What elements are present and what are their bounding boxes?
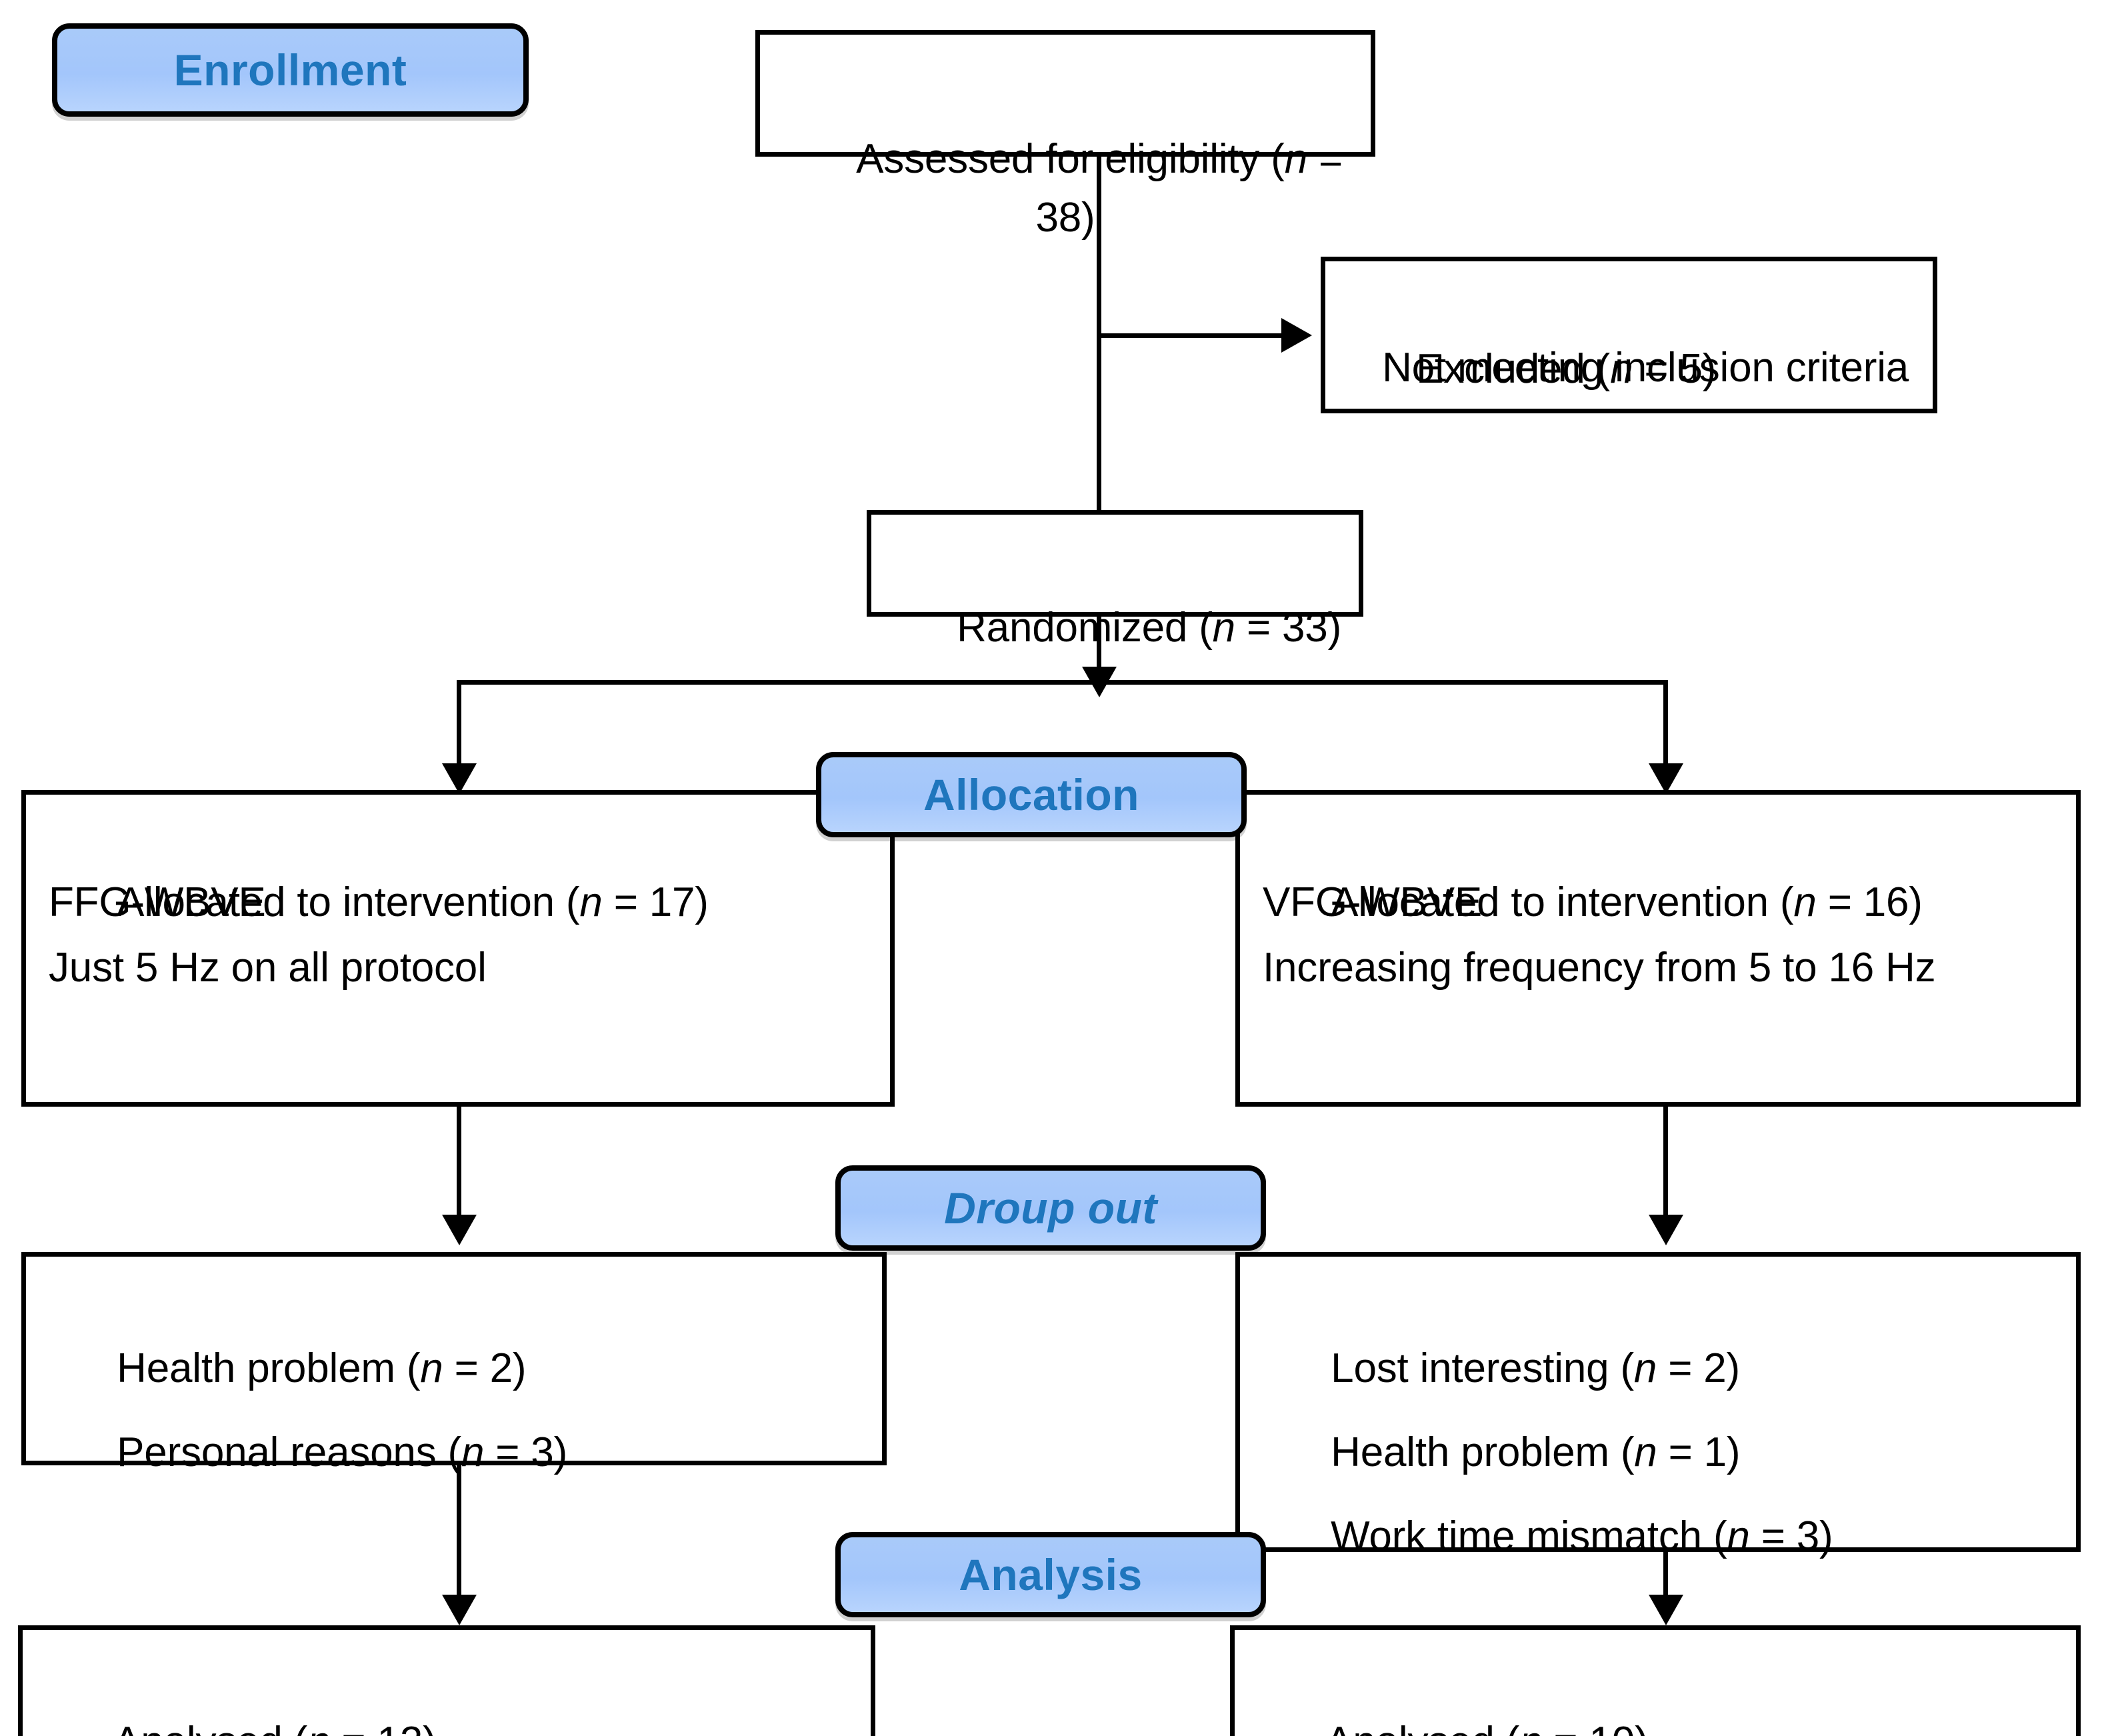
assessed-label-pre: Assessed for eligibility ( — [856, 136, 1285, 183]
dropout-left-2-n-italic: n — [461, 1429, 485, 1476]
stage-label-enrollment-text: Enrollment — [173, 45, 407, 95]
dropout-right-item-3: Work time mismatch (n = 3) — [1263, 1449, 2063, 1625]
analysed-left-n-italic: n — [307, 1719, 330, 1736]
arrowhead-split-left — [442, 763, 477, 794]
analysed-left-pre: Analysed ( — [113, 1719, 307, 1736]
stage-label-allocation: Allocation — [816, 752, 1247, 837]
box-excluded: Excluded (n = 5) Not meeting inclusion c… — [1321, 257, 1937, 413]
assessed-label-post: = 38) — [1035, 136, 1355, 241]
box-allocation-right: Allocated to intervention (n = 16) VFG-W… — [1235, 790, 2081, 1107]
excluded-label-post: = 5) — [1633, 346, 1717, 393]
stage-label-allocation-text: Allocation — [923, 770, 1139, 819]
dropout-right-item-2: Health problem (n = 1) — [1263, 1365, 2063, 1541]
connector-split-left — [457, 680, 461, 787]
arrowhead-randomized-to-split — [1082, 667, 1117, 697]
arrowhead-allocation-left-to-dropout — [442, 1215, 477, 1245]
dropout-left-item-2: Personal reasons (n = 3) — [49, 1365, 869, 1541]
arrowhead-split-right — [1649, 763, 1683, 794]
box-randomized: Randomized (n = 33) — [867, 510, 1363, 651]
analysed-left-text: Analysed (n = 12) — [45, 1654, 857, 1736]
dropout-left-1-n-italic: n — [420, 1345, 443, 1392]
analysed-right-n-italic: n — [1519, 1719, 1542, 1736]
dropout-right-3-post: = 3) — [1749, 1513, 1833, 1560]
allocation-right-line-2: VFG-WBVE — [1263, 879, 1483, 925]
dropout-left-2-post: = 3) — [484, 1429, 568, 1476]
connector-split-right — [1663, 680, 1668, 787]
stage-label-enrollment: Enrollment — [52, 23, 529, 117]
arrowhead-dropout-left-to-analysis — [442, 1595, 477, 1625]
excluded-label-pre: Excluded ( — [1416, 346, 1611, 393]
randomized-label-post: = 33) — [1235, 605, 1342, 651]
allocation-right-n-italic: n — [1793, 879, 1817, 926]
connector-randomized-down — [1097, 617, 1101, 687]
arrowhead-allocation-right-to-dropout — [1649, 1215, 1683, 1245]
allocation-left-label-pre: Allocated to intervention ( — [117, 879, 580, 926]
dropout-right-1-pre: Lost interesting ( — [1331, 1345, 1634, 1392]
box-analysed-right: Analysed (n = 10) — [1230, 1625, 2081, 1736]
excluded-line-2: Not meeting inclusion criteria — [1348, 345, 1909, 391]
dropout-right-1-post: = 2) — [1657, 1345, 1740, 1392]
box-dropout-left: Health problem (n = 2) Personal reasons … — [21, 1252, 887, 1475]
stage-label-dropout-text: Droup out — [944, 1183, 1157, 1233]
connector-dropout-right-to-analysis — [1663, 1552, 1668, 1609]
analysed-left-post: = 12) — [330, 1719, 436, 1736]
dropout-left-1-post: = 2) — [443, 1345, 527, 1392]
connector-allocation-right-to-dropout — [1663, 1107, 1668, 1227]
randomized-text: Randomized (n = 33) — [871, 540, 1359, 716]
dropout-right-3-pre: Work time mismatch ( — [1331, 1513, 1727, 1560]
box-dropout-right: Lost interesting (n = 2) Health problem … — [1235, 1252, 2081, 1559]
allocation-left-n-italic: n — [579, 879, 603, 926]
excluded-line-1: Excluded (n = 5) — [1348, 281, 1919, 457]
randomized-label-pre: Randomized ( — [957, 605, 1213, 651]
allocation-right-line-3: Increasing frequency from 5 to 16 Hz — [1263, 945, 1936, 991]
dropout-left-2-pre: Personal reasons ( — [117, 1429, 461, 1476]
split-bar-allocation — [457, 680, 1668, 685]
connector-allocation-left-to-dropout — [457, 1107, 461, 1227]
stage-label-dropout: Droup out — [835, 1165, 1266, 1251]
allocation-right-line-1: Allocated to intervention (n = 16) — [1263, 815, 2063, 991]
stage-label-analysis-text: Analysis — [959, 1550, 1143, 1599]
connector-excluded-horizontal — [1097, 333, 1287, 338]
dropout-right-2-post: = 1) — [1657, 1429, 1741, 1476]
dropout-left-item-1: Health problem (n = 2) — [49, 1281, 869, 1457]
connector-dropout-left-to-analysis — [457, 1465, 461, 1609]
dropout-right-2-n-italic: n — [1634, 1429, 1657, 1476]
arrowhead-to-excluded — [1281, 318, 1312, 353]
analysed-right-text: Analysed (n = 10) — [1257, 1654, 2063, 1736]
dropout-right-3-n-italic: n — [1727, 1513, 1750, 1560]
stage-label-analysis: Analysis — [835, 1532, 1266, 1617]
arrowhead-dropout-right-to-analysis — [1649, 1595, 1683, 1625]
dropout-right-2-pre: Health problem ( — [1331, 1429, 1635, 1476]
allocation-right-label-post: = 16) — [1816, 879, 1923, 926]
assessed-n-italic: n — [1284, 136, 1307, 183]
allocation-right-label-pre: Allocated to intervention ( — [1331, 879, 1794, 926]
box-analysed-left: Analysed (n = 12) — [18, 1625, 875, 1736]
excluded-n-italic: n — [1610, 346, 1633, 393]
analysed-right-post: = 10) — [1542, 1719, 1648, 1736]
allocation-left-line-2: FFG-WBVE — [49, 879, 266, 925]
box-allocation-left: Allocated to intervention (n = 17) FFG-W… — [21, 790, 895, 1107]
analysed-right-pre: Analysed ( — [1325, 1719, 1519, 1736]
dropout-left-1-pre: Health problem ( — [117, 1345, 421, 1392]
allocation-left-line-3: Just 5 Hz on all protocol — [49, 945, 487, 991]
dropout-right-item-1: Lost interesting (n = 2) — [1263, 1281, 2063, 1457]
randomized-n-italic: n — [1212, 605, 1235, 651]
allocation-left-label-post: = 17) — [602, 879, 709, 926]
box-assessed-for-eligibility: Assessed for eligibility (n = 38) — [755, 30, 1375, 241]
assessed-for-eligibility-text: Assessed for eligibility (n = 38) — [760, 71, 1371, 306]
dropout-right-1-n-italic: n — [1633, 1345, 1657, 1392]
allocation-left-line-1: Allocated to intervention (n = 17) — [49, 815, 877, 991]
